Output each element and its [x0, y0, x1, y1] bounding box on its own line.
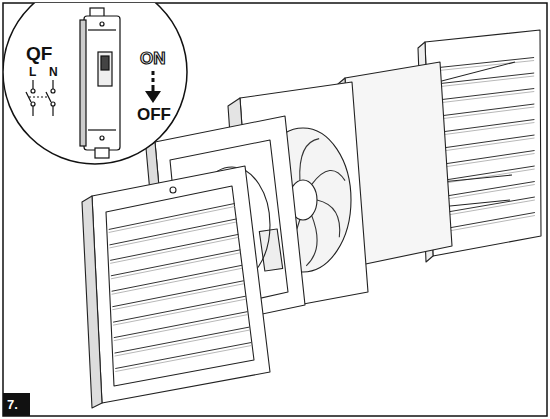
circuit-board	[259, 229, 282, 271]
indicator	[170, 187, 176, 193]
figure-number-box	[3, 393, 30, 416]
switch-symbol	[26, 80, 55, 116]
circuit-breaker	[80, 8, 120, 158]
front-grille-slats	[109, 203, 251, 371]
front-grille	[92, 166, 270, 403]
label-text: N	[49, 66, 58, 78]
label-text: OFF	[137, 106, 171, 123]
label-text: L	[29, 66, 36, 78]
label-text: QF	[26, 44, 52, 63]
front-grille-side	[82, 196, 102, 408]
front-grille-inner	[106, 186, 254, 386]
off-arrow	[145, 71, 161, 103]
inset-circle	[3, 3, 187, 164]
label-text: 7.	[7, 398, 18, 411]
figure-frame	[3, 3, 547, 416]
label-text: ON	[140, 50, 166, 67]
